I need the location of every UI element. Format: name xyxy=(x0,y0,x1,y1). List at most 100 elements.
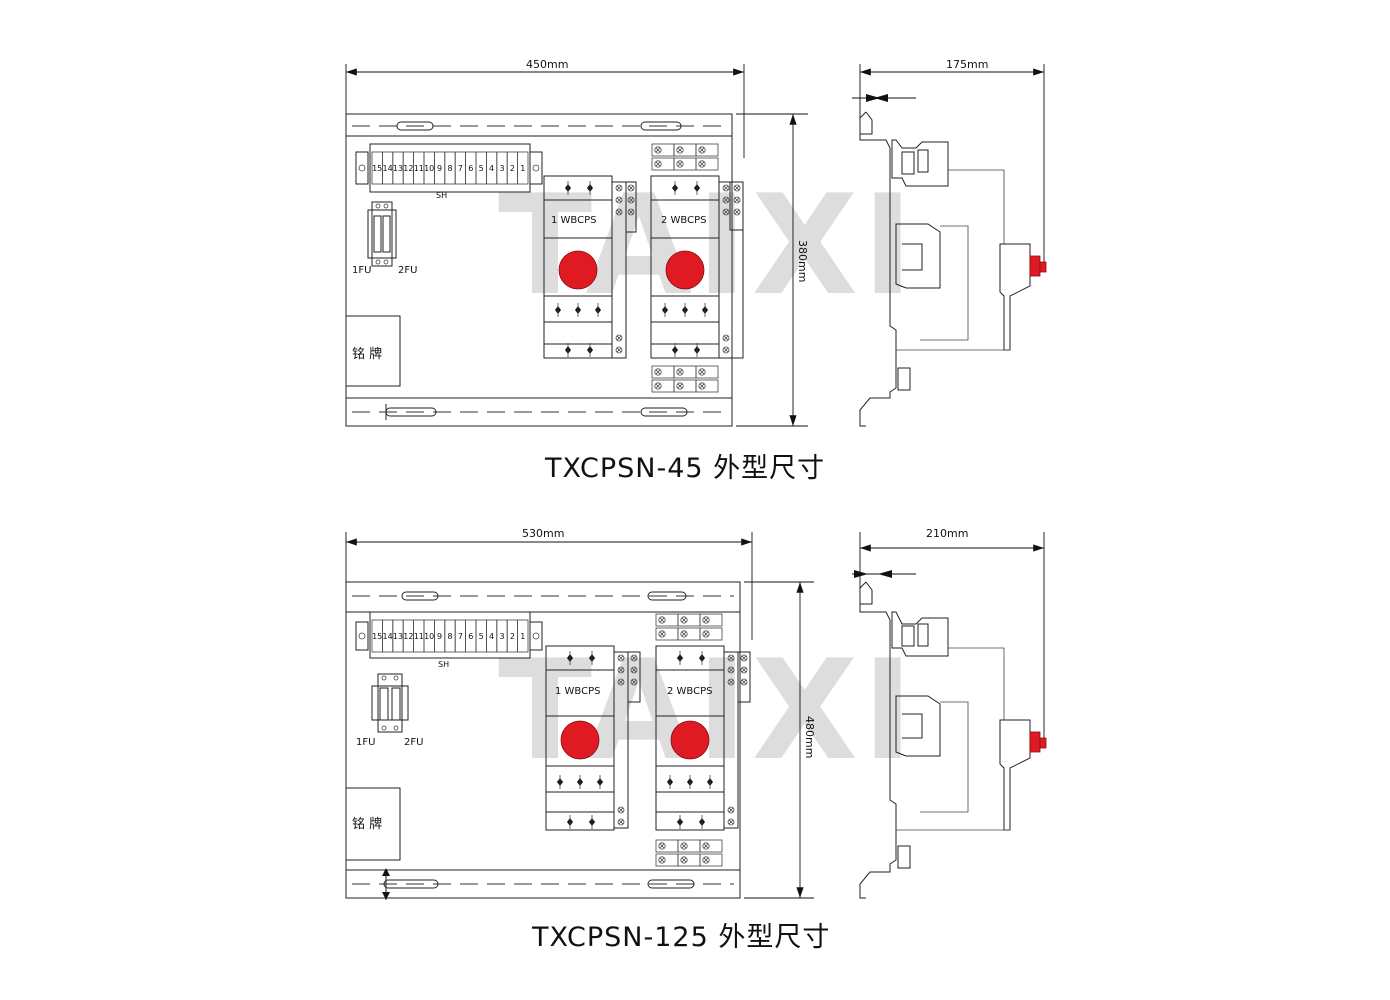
terminal-number: 13 xyxy=(393,164,403,173)
terminal-block-cell xyxy=(655,853,679,867)
dimension-label: 380mm xyxy=(796,240,809,282)
fuse-holder: 1FU 2FU xyxy=(356,673,423,748)
screw-icon xyxy=(615,334,623,342)
screw-icon xyxy=(630,666,638,674)
drawing-title: TXCPSN-45 外型尺寸 xyxy=(544,453,825,484)
screw-icon xyxy=(727,818,735,826)
terminal-number: 10 xyxy=(424,632,434,641)
terminal-number: 2 xyxy=(510,164,515,173)
switch-module-2: 2 WBCPS xyxy=(655,645,751,831)
screw-icon xyxy=(658,616,666,624)
screw-icon xyxy=(698,382,706,390)
terminal-block-cell xyxy=(699,853,723,867)
mounting-slot xyxy=(383,879,439,889)
terminal-number: 9 xyxy=(437,632,442,641)
terminal-block-cell xyxy=(677,613,701,627)
screw-icon xyxy=(615,184,623,192)
switch-module-1: 1 WBCPS xyxy=(545,645,641,831)
screw-icon xyxy=(654,160,662,168)
fuse-label-2fu: 2FU xyxy=(404,737,423,748)
terminal-number: 8 xyxy=(447,632,452,641)
nameplate-box xyxy=(345,787,401,861)
terminal-block-cell xyxy=(655,613,679,627)
screw-icon xyxy=(617,806,625,814)
screw-icon xyxy=(702,630,710,638)
screw-icon xyxy=(698,146,706,154)
screw-icon xyxy=(617,818,625,826)
screw-icon xyxy=(733,184,741,192)
screw-icon xyxy=(654,146,662,154)
terminal-block-cell xyxy=(677,853,701,867)
module-label: 2 WBCPS xyxy=(661,215,706,226)
dimension-label: 450mm xyxy=(526,58,568,71)
dimension-width-125: 530mm xyxy=(345,527,753,640)
mounting-slot xyxy=(396,121,434,131)
screw-icon xyxy=(680,842,688,850)
dimension-height-125: 480mm xyxy=(744,581,816,899)
terminal-number: 6 xyxy=(468,632,473,641)
nameplate-label: 铭 牌 xyxy=(352,816,382,832)
screw-icon xyxy=(676,160,684,168)
fuse-label-2fu: 2FU xyxy=(398,265,417,276)
terminal-number: 4 xyxy=(489,164,494,173)
red-knob xyxy=(665,250,705,290)
screw-icon xyxy=(617,678,625,686)
screw-icon xyxy=(630,654,638,662)
mounting-slot xyxy=(640,121,682,131)
screw-icon xyxy=(617,654,625,662)
screw-icon xyxy=(680,856,688,864)
nameplate-label: 铭 牌 xyxy=(352,346,382,362)
screw-icon xyxy=(727,654,735,662)
terminal-block-cell xyxy=(673,379,697,393)
terminal-block-cell xyxy=(699,839,723,853)
dimension-label: 175mm xyxy=(946,58,988,71)
terminal-block-cell xyxy=(699,627,723,641)
fuse-holder: 1FU 2FU xyxy=(352,201,417,276)
red-knob xyxy=(558,250,598,290)
terminal-cell xyxy=(517,619,529,653)
screw-icon xyxy=(658,842,666,850)
screw-icon xyxy=(627,208,635,216)
screw-icon xyxy=(617,666,625,674)
screw-icon xyxy=(676,368,684,376)
terminal-block-cell xyxy=(695,379,719,393)
terminal-number: 7 xyxy=(458,164,463,173)
screw-icon xyxy=(615,196,623,204)
screw-icon xyxy=(654,382,662,390)
screw-icon xyxy=(722,184,730,192)
watermark-text: TAIXI xyxy=(498,630,917,791)
terminal-block-cell xyxy=(677,839,701,853)
side-view-125: 210mm xyxy=(852,527,1047,899)
screw-icon xyxy=(676,382,684,390)
terminal-number: 5 xyxy=(479,632,484,641)
terminal-number: 6 xyxy=(468,164,473,173)
screw-icon xyxy=(740,654,748,662)
terminal-number: 1 xyxy=(520,632,525,641)
panel-outline xyxy=(345,113,733,427)
terminal-number: 14 xyxy=(383,164,393,173)
screw-icon xyxy=(627,196,635,204)
terminal-cell xyxy=(517,151,529,185)
screw-icon xyxy=(658,630,666,638)
terminal-number: 9 xyxy=(437,164,442,173)
terminal-block-cell xyxy=(699,613,723,627)
terminal-block-cell xyxy=(695,143,719,157)
dimension-height-45: 380mm xyxy=(736,113,809,427)
screw-icon xyxy=(722,334,730,342)
nameplate-box xyxy=(345,315,401,387)
terminal-block-cell xyxy=(695,157,719,171)
terminal-strip-label: SH xyxy=(436,191,447,200)
terminal-number: 15 xyxy=(372,632,382,641)
panel-outline xyxy=(345,581,741,899)
terminal-block-cell xyxy=(695,365,719,379)
terminal-number: 3 xyxy=(499,164,504,173)
terminal-number: 11 xyxy=(414,632,424,641)
switch-module-1: 1 WBCPS xyxy=(543,175,637,359)
dimension-width-45: 450mm xyxy=(345,58,745,158)
screw-icon xyxy=(740,678,748,686)
terminal-number: 13 xyxy=(393,632,403,641)
